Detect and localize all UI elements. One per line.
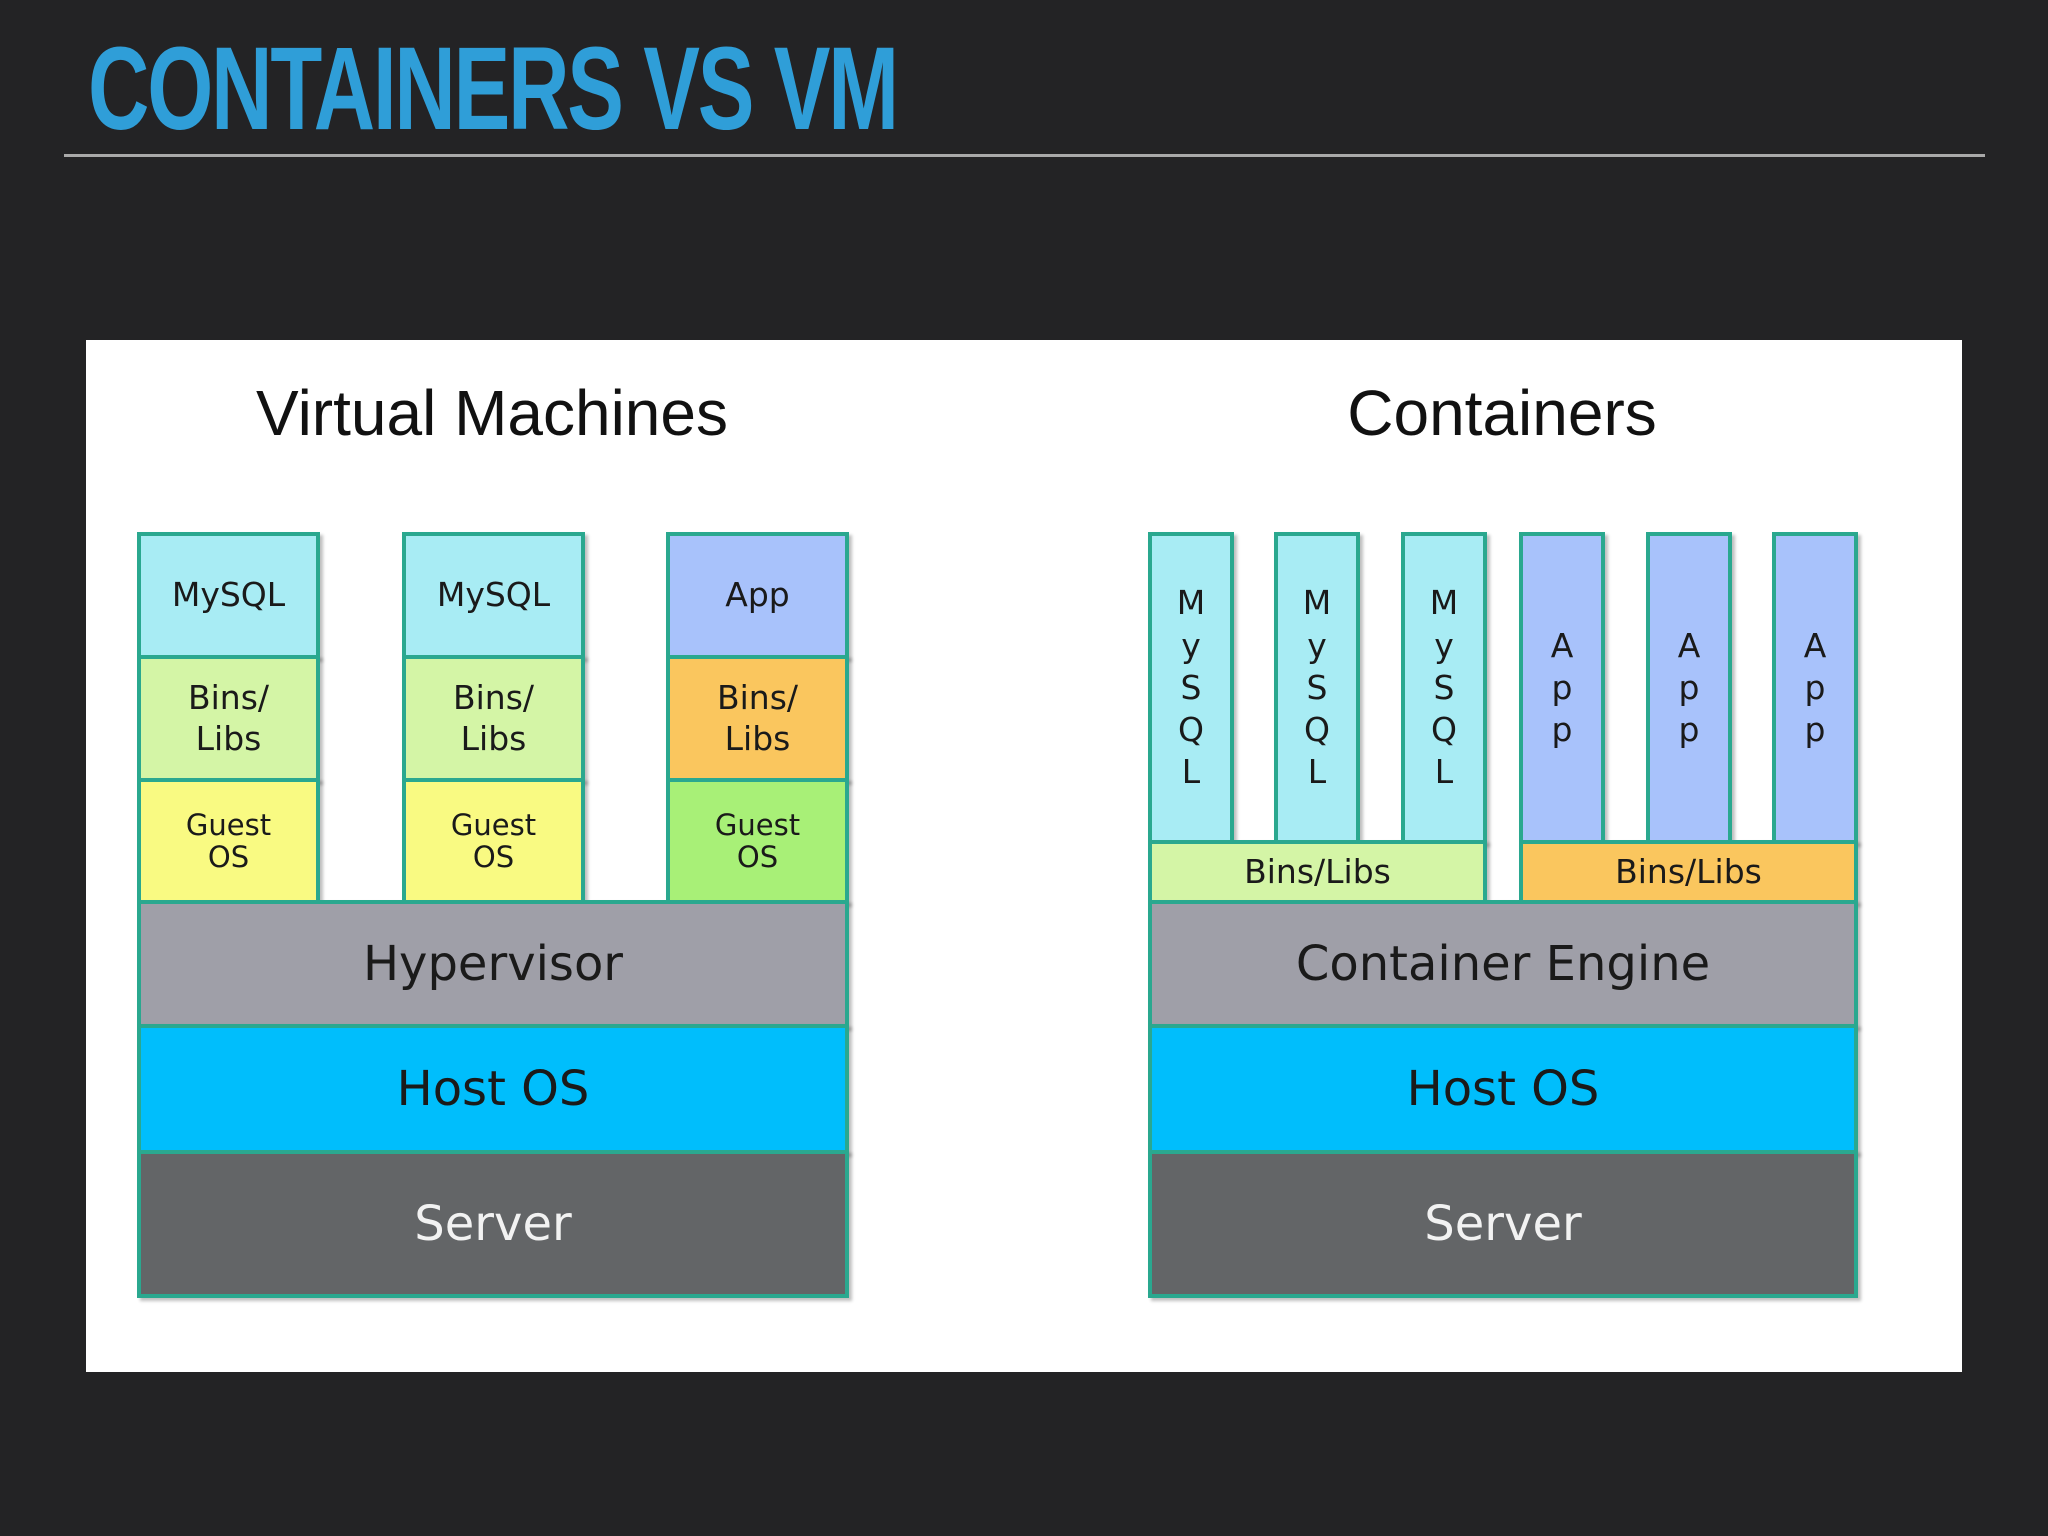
containers-server-layer: Server (1148, 1150, 1858, 1298)
hypervisor-layer: Hypervisor (137, 900, 849, 1028)
containers-bins-libs-left: Bins/Libs (1148, 840, 1487, 904)
title-divider (64, 154, 1985, 157)
vm1-guest-os-block: Guest OS (137, 778, 320, 904)
vm-host-os-layer: Host OS (137, 1024, 849, 1154)
container-app-1: A p p (1519, 532, 1605, 844)
container-engine-layer: Container Engine (1148, 900, 1858, 1028)
container-mysql-2: M y S Q L (1274, 532, 1360, 844)
vm2-guest-os-block: Guest OS (402, 778, 585, 904)
containers-host-os-layer: Host OS (1148, 1024, 1858, 1154)
container-app-2: A p p (1646, 532, 1732, 844)
vm-server-layer: Server (137, 1150, 849, 1298)
vm2-bins-libs-block: Bins/ Libs (402, 655, 585, 782)
containers-bins-libs-right: Bins/Libs (1519, 840, 1858, 904)
container-mysql-1: M y S Q L (1148, 532, 1234, 844)
diagram-panel: Virtual Machines MySQL Bins/ Libs Guest … (86, 340, 1962, 1372)
vm1-bins-libs-block: Bins/ Libs (137, 655, 320, 782)
vm1-mysql-block: MySQL (137, 532, 320, 659)
vm3-guest-os-block: Guest OS (666, 778, 849, 904)
vm2-mysql-block: MySQL (402, 532, 585, 659)
slide-title: CONTAINERS VS VM (88, 23, 899, 155)
containers-diagram-title: Containers (1347, 377, 1657, 449)
vm3-app-block: App (666, 532, 849, 659)
vm-diagram-title: Virtual Machines (256, 377, 728, 449)
container-mysql-3: M y S Q L (1401, 532, 1487, 844)
vm3-bins-libs-block: Bins/ Libs (666, 655, 849, 782)
container-app-3: A p p (1772, 532, 1858, 844)
